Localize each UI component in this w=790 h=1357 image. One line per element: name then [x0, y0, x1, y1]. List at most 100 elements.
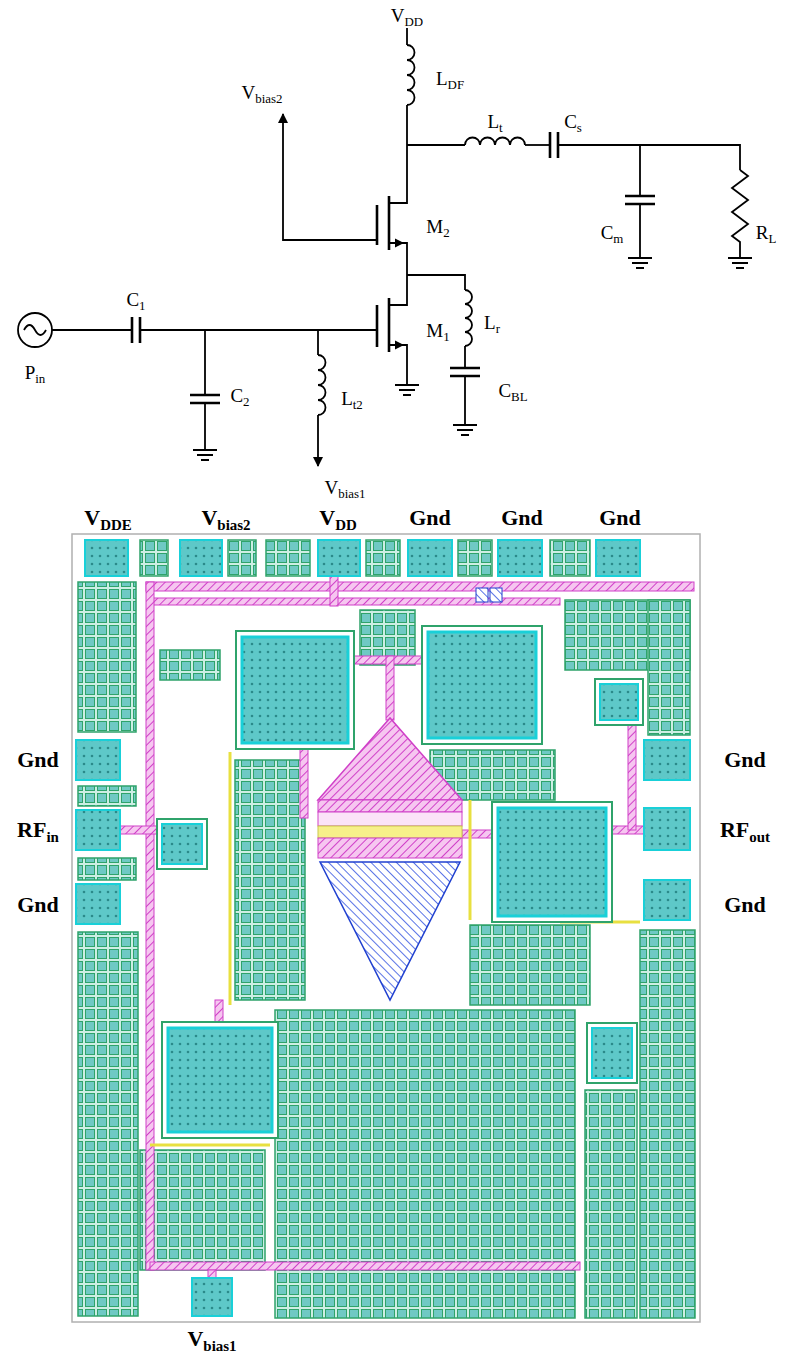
component-label: Vbias1: [325, 477, 366, 498]
label-box: Gnd: [599, 507, 641, 529]
pad-label: RFin: [17, 817, 59, 842]
pad-label: VDDE: [84, 505, 131, 530]
source-arrow: [395, 341, 404, 350]
layout-cells: [78, 786, 136, 806]
metal-line: [120, 826, 162, 834]
label-subscript: 1: [139, 298, 145, 313]
metal-line: [150, 1262, 580, 1270]
ground-symbol: [395, 385, 419, 395]
label-main: R: [756, 222, 769, 243]
label-box: Pin: [25, 363, 46, 382]
component-label: C2: [230, 385, 249, 406]
inductor-layout: [422, 626, 542, 744]
pad-label: Vbias1: [187, 1326, 236, 1351]
bias-wire: [317, 415, 319, 466]
inductor-symbol: [465, 290, 472, 346]
label-subscript: DD: [335, 517, 357, 533]
schematic: [18, 28, 752, 466]
component-label: Lt2: [341, 388, 363, 409]
label-main: M: [426, 320, 443, 341]
label-subscript: out: [749, 829, 770, 845]
label-subscript: L: [768, 231, 776, 246]
label-box: Cs: [564, 112, 582, 131]
layout-cells: [78, 582, 136, 732]
label-main: M: [426, 216, 443, 237]
pad-label: Gnd: [409, 505, 451, 530]
label-box: M1: [426, 321, 449, 340]
wire: [389, 345, 407, 385]
label-subscript: bias1: [203, 1338, 236, 1354]
source-symbol: [18, 313, 52, 347]
wire: [389, 243, 407, 305]
component-label: CBL: [498, 380, 527, 401]
inductor-layout: [595, 679, 643, 725]
layout-cells: [266, 540, 310, 576]
wire: [140, 329, 377, 331]
bond-pad: [498, 540, 542, 576]
label-main: V: [201, 505, 217, 530]
component-label: Lr: [484, 312, 500, 333]
label-subscript: r: [496, 321, 500, 336]
label-main: V: [319, 505, 335, 530]
capacitor-layout: [320, 862, 460, 1000]
bond-pad: [644, 740, 690, 780]
yellow-line: [469, 800, 472, 920]
pad-label: Gnd: [724, 892, 766, 917]
inductor-layout: [168, 1028, 272, 1132]
layout-cells: [640, 930, 695, 1318]
component-label: LDF: [436, 68, 464, 89]
layout-frame: [72, 534, 700, 1322]
capacitor-symbol: [132, 317, 140, 343]
bond-pad: [596, 540, 640, 576]
label-main: C: [564, 111, 577, 132]
wire: [558, 145, 740, 170]
label-box: Gnd: [501, 507, 543, 529]
capacitor-symbol: [625, 196, 655, 204]
label-box: M2: [426, 217, 449, 236]
layout-frame: [72, 534, 700, 1322]
label-box: Lt: [487, 112, 502, 131]
capacitor-symbol: [450, 368, 480, 376]
label-subscript: in: [46, 829, 58, 845]
label-main: P: [25, 362, 36, 383]
label-main: Gnd: [501, 505, 543, 530]
label-subscript: m: [613, 231, 623, 246]
label-box: Gnd: [409, 507, 451, 529]
label-box: C2: [230, 386, 249, 405]
ground-symbol: [193, 450, 217, 460]
metal-line: [386, 656, 394, 720]
label-main: C: [126, 289, 139, 310]
metal-line: [300, 748, 308, 818]
bond-pad: [318, 540, 360, 576]
component-label: Vbias2: [242, 82, 283, 103]
layout-cells: [228, 540, 256, 576]
transistor-channel: [388, 298, 391, 352]
capacitor-layout: [318, 718, 462, 800]
capacitor-layout: [318, 812, 462, 826]
layout-cells: [470, 925, 590, 1005]
inductor-layout: [592, 1028, 632, 1078]
label-box: Vbias1: [325, 478, 366, 497]
inductor-layout: [587, 1023, 637, 1083]
source-arrow: [395, 239, 404, 248]
label-box: Cm: [601, 223, 624, 242]
component-label: Cm: [601, 222, 624, 243]
inductor-symbol: [465, 138, 525, 146]
label-box: Gnd: [17, 749, 59, 771]
wire: [317, 330, 319, 355]
label-subscript: t2: [353, 397, 363, 412]
gate-wire: [283, 114, 377, 240]
label-main: L: [484, 312, 496, 333]
label-subscript: in: [35, 371, 45, 386]
label-box: RL: [756, 223, 777, 242]
label-box: VDD: [391, 6, 423, 25]
capacitor-symbol: [550, 132, 558, 158]
label-subscript: 1: [443, 329, 449, 344]
label-box: Vbias2: [242, 83, 283, 102]
pad-label: RFout: [720, 817, 770, 842]
layout-cells: [78, 540, 695, 1318]
label-main: V: [84, 505, 100, 530]
bond-pad: [644, 808, 690, 850]
layout-cells: [160, 650, 220, 680]
